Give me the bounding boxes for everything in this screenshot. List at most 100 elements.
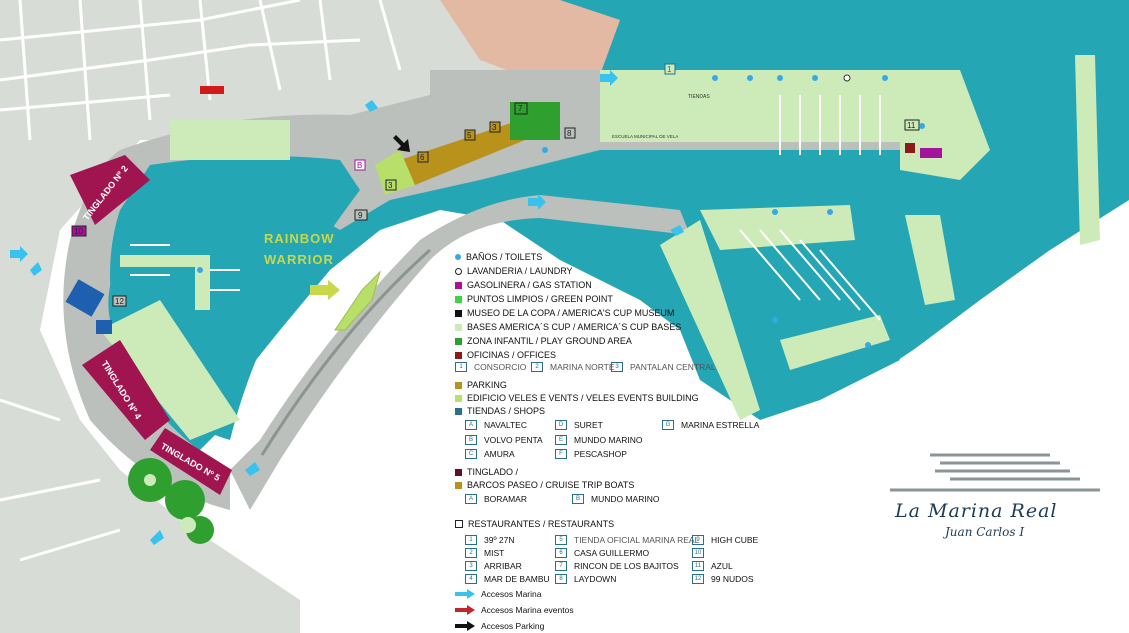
svg-text:3: 3: [492, 123, 497, 132]
parking-access-arrow: [393, 135, 410, 152]
restaurant-item: 10: [692, 548, 711, 558]
svg-text:10: 10: [74, 227, 83, 236]
tinglado-2: [70, 155, 150, 225]
legend-gas: GASOLINERA / GAS STATION: [455, 280, 592, 290]
event-access-arrow-icon: [455, 605, 475, 615]
svg-text:12: 12: [115, 297, 124, 306]
logo-waves: [890, 453, 1100, 492]
legend-toilets: BAÑOS / TOILETS: [455, 252, 542, 262]
escuela-map-label: ESCUELA MUNICIPAL DE VELA: [612, 134, 678, 139]
logo-title: La Marina Real: [895, 500, 1058, 522]
svg-text:3: 3: [388, 181, 393, 190]
svg-text:5: 5: [467, 131, 472, 140]
north-marina-land: [600, 70, 900, 142]
south-marina-pier: [700, 205, 855, 250]
tiendas-map-label: TIENDAS: [688, 94, 710, 100]
breakwater-wall: [260, 248, 431, 456]
marina-access-arrows: [10, 70, 684, 545]
legend-museum: MUSEO DE LA COPA / AMERICA'S CUP MUSEUM: [455, 308, 674, 318]
city-streets: [0, 0, 402, 562]
legend-playground: ZONA INFANTIL / PLAY GROUND AREA: [455, 336, 632, 346]
legend-parking: PARKING: [455, 380, 507, 390]
blue-building-1: [65, 279, 105, 317]
central-breakwater: [230, 195, 690, 510]
park-2: [165, 480, 205, 520]
svg-text:11: 11: [907, 121, 916, 130]
legend-restaurants: RESTAURANTES / RESTAURANTS: [455, 519, 614, 529]
legend-shops: TIENDAS / SHOPS: [455, 406, 545, 416]
legend-veles: EDIFICIO VELES E VENTS / VELES EVENTS BU…: [455, 393, 699, 403]
legend-offices: OFICINAS / OFFICES: [455, 350, 556, 360]
laundry-marker: [843, 74, 851, 82]
svg-text:B: B: [357, 161, 362, 170]
legend-event-access: Accesos Marina eventos: [455, 605, 574, 615]
south-pier: [660, 220, 760, 420]
svg-text:9: 9: [358, 211, 363, 220]
east-breakwater: [1075, 55, 1100, 245]
legend-cruise-boats: BARCOS PASEO / CRUISE TRIP BOATS: [455, 480, 634, 490]
park-fountain-2: [180, 517, 196, 533]
rainbow-warrior-boat: [334, 270, 382, 331]
logo-subtitle: Juan Carlos I: [945, 525, 1025, 539]
marina-access-arrow-icon: [455, 589, 475, 599]
bases-north: [170, 120, 290, 160]
blue-building-2: [96, 320, 112, 334]
park-fountain-1: [144, 474, 156, 486]
office-north: [905, 143, 915, 153]
event-access-marker: [200, 86, 224, 94]
inner-pier-end: [195, 255, 210, 310]
map-markers: 1 11 7 8 3 5 6 3 9 12 10 B: [71, 63, 920, 307]
moored-boats: [130, 95, 976, 381]
toilet-markers: [197, 75, 925, 348]
inner-pier: [120, 255, 210, 267]
rainbow-warrior-label-2: WARRIOR: [264, 252, 334, 267]
legend-tinglado: TINGLADO /: [455, 467, 518, 477]
legend-bases: BASES AMERICA´S CUP / AMERICA´S CUP BASE…: [455, 322, 681, 332]
south-finger-pier: [780, 315, 890, 370]
tinglado-5: [150, 428, 232, 495]
legend-green-point: PUNTOS LIMPIOS / GREEN POINT: [455, 294, 613, 304]
city-land-south: [0, 140, 300, 633]
legend-laundry: LAVANDERIA / LAUNDRY: [455, 266, 573, 276]
south-east-pier: [905, 215, 955, 305]
svg-text:1: 1: [667, 65, 672, 74]
svg-text:8: 8: [567, 129, 572, 138]
gas-station: [920, 148, 942, 158]
parking: [400, 120, 525, 185]
parking-access-arrow-icon: [455, 621, 475, 631]
legend-marina-access: Accesos Marina: [455, 589, 541, 599]
rainbow-warrior-label-1: RAINBOW: [264, 231, 335, 246]
sand-area: [440, 0, 620, 75]
tinglado-4: [82, 340, 170, 440]
svg-text:7: 7: [518, 104, 523, 113]
rainbow-arrow: [310, 280, 340, 300]
bases-west: [100, 300, 240, 440]
legend-parking-access: Accesos Parking: [455, 621, 544, 631]
svg-text:6: 6: [420, 153, 425, 162]
veles-building: [375, 150, 415, 195]
